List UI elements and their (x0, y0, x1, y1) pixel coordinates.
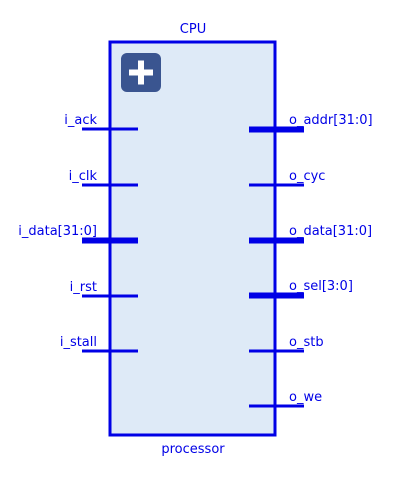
input-port[interactable]: i_clk (69, 169, 138, 187)
input-port[interactable]: i_stall (60, 335, 138, 353)
port-label: i_data[31:0] (18, 224, 97, 239)
expand-button[interactable] (121, 53, 161, 92)
port-label: o_stb (289, 335, 324, 350)
port-label: i_ack (64, 113, 97, 128)
output-port[interactable]: o_sel[3:0] (249, 279, 353, 299)
output-port[interactable]: o_data[31:0] (249, 224, 372, 244)
output-port[interactable]: o_cyc (249, 169, 325, 187)
port-label: o_data[31:0] (289, 224, 372, 239)
output-port[interactable]: o_we (249, 390, 322, 408)
input-port[interactable]: i_ack (64, 113, 138, 131)
input-port[interactable]: i_rst (70, 280, 138, 298)
block-name: processor (161, 442, 225, 457)
port-label: i_stall (60, 335, 97, 350)
port-label: o_cyc (289, 169, 325, 184)
port-label: o_addr[31:0] (289, 113, 373, 128)
port-label: i_rst (70, 280, 97, 295)
input-port[interactable]: i_data[31:0] (18, 224, 138, 244)
port-label: o_sel[3:0] (289, 279, 353, 294)
block-title: CPU (180, 22, 206, 37)
plus-icon (129, 60, 153, 85)
output-port[interactable]: o_stb (249, 335, 324, 353)
output-ports: o_addr[31:0] o_cyc o_data[31:0] o_sel[3:… (249, 113, 373, 408)
output-port[interactable]: o_addr[31:0] (249, 113, 373, 133)
port-label: o_we (289, 390, 322, 405)
input-ports: i_ack i_clk i_data[31:0] i_rst i_stall (18, 113, 138, 353)
port-label: i_clk (69, 169, 98, 184)
